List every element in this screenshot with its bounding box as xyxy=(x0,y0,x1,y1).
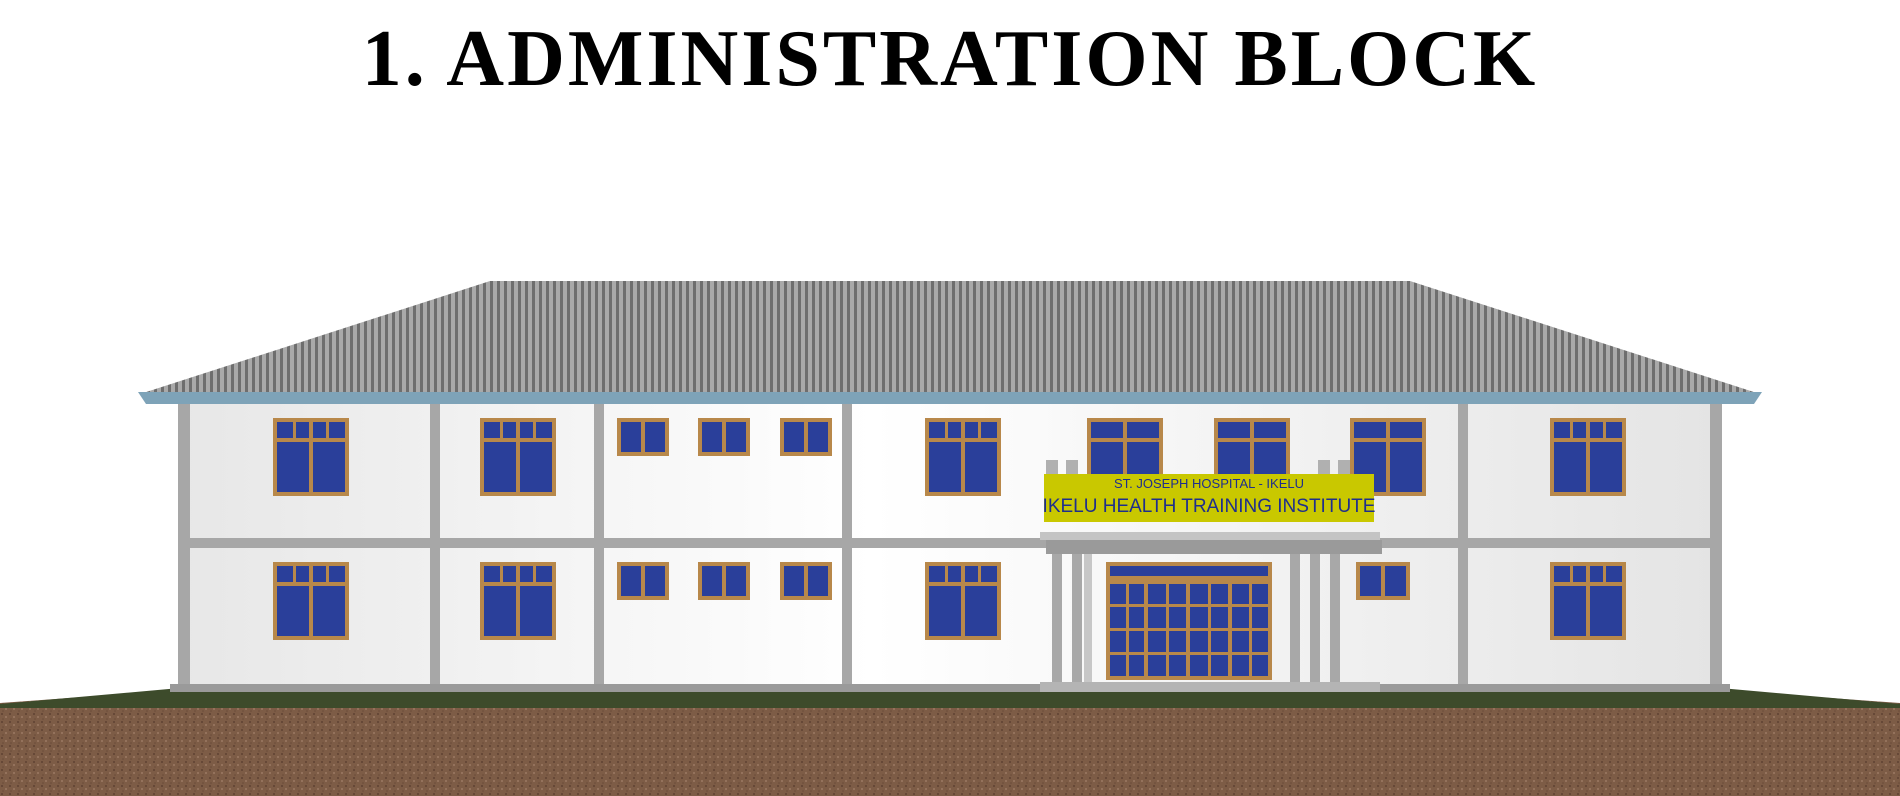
window xyxy=(1087,418,1163,478)
window xyxy=(698,562,750,600)
window xyxy=(1214,418,1290,478)
institution-sign: ST. JOSEPH HOSPITAL - IKELU IKELU HEALTH… xyxy=(1043,474,1376,522)
ground-soil xyxy=(0,690,1900,796)
sign-main-line: IKELU HEALTH TRAINING INSTITUTE xyxy=(1043,496,1376,517)
window xyxy=(698,418,750,456)
window xyxy=(273,562,349,640)
window xyxy=(925,418,1001,496)
roof xyxy=(140,281,1760,394)
window xyxy=(1550,562,1626,640)
window xyxy=(780,562,832,600)
window xyxy=(925,562,1001,640)
roof-fascia xyxy=(138,392,1762,404)
lower-windows xyxy=(273,562,1626,640)
window xyxy=(780,418,832,456)
page-title: 1. ADMINISTRATION BLOCK xyxy=(361,15,1539,103)
window xyxy=(617,418,669,456)
structural-frame xyxy=(170,404,1730,692)
window xyxy=(1550,418,1626,496)
window xyxy=(1356,562,1410,600)
window xyxy=(480,562,556,640)
window xyxy=(617,562,669,600)
window xyxy=(480,418,556,496)
window xyxy=(273,418,349,496)
sign-top-line: ST. JOSEPH HOSPITAL - IKELU xyxy=(1114,476,1304,491)
grass-edge xyxy=(0,688,1900,708)
